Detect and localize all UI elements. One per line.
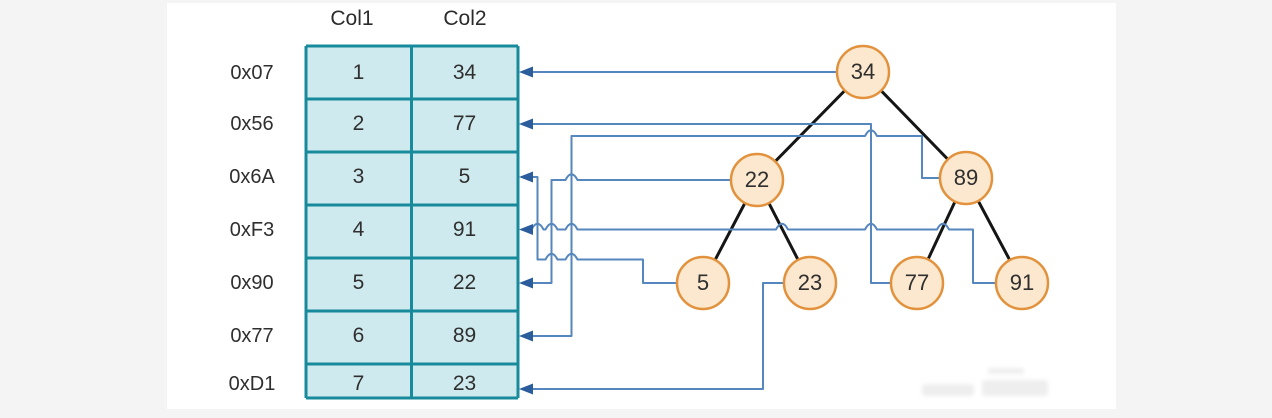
address-label-0x07: 0x07 bbox=[230, 62, 273, 84]
cell-0x56-col1: 2 bbox=[353, 112, 365, 135]
pointer-89-to-0x77 bbox=[531, 129, 940, 337]
tree-node-77: 77 bbox=[889, 255, 945, 311]
arrowhead-0x77 bbox=[519, 330, 533, 342]
tree-node-22: 22 bbox=[729, 152, 785, 208]
tree-node-value-89: 89 bbox=[954, 165, 978, 190]
cell-0x56-col2: 77 bbox=[453, 112, 476, 135]
tree-node-value-77: 77 bbox=[905, 270, 929, 295]
cell-0x77-col1: 6 bbox=[353, 324, 365, 347]
tree-node-5: 5 bbox=[675, 255, 731, 311]
address-label-0x6A: 0x6A bbox=[229, 166, 275, 188]
tree-node-circle-23 bbox=[782, 255, 838, 311]
table-grid bbox=[304, 44, 520, 400]
cell-0xD1-col2: 23 bbox=[453, 372, 476, 395]
tree-node-circle-91 bbox=[994, 255, 1050, 311]
arrowhead-0x6A bbox=[519, 171, 533, 183]
tree-node-91: 91 bbox=[994, 255, 1050, 311]
cell-0x90-col1: 5 bbox=[353, 271, 365, 294]
cell-0x07-col2: 34 bbox=[453, 61, 477, 84]
tree-node-circle-34 bbox=[835, 44, 891, 100]
arrowhead-0xF3 bbox=[519, 224, 533, 235]
tree-node-value-23: 23 bbox=[798, 270, 822, 295]
pointer-connectors bbox=[519, 66, 996, 395]
tree-node-23: 23 bbox=[782, 255, 838, 311]
cell-0x6A-col2: 5 bbox=[459, 165, 471, 188]
tree-node-circle-22 bbox=[729, 152, 785, 208]
arrowhead-0x90 bbox=[519, 277, 533, 289]
arrowhead-0x07 bbox=[519, 66, 533, 78]
cell-0x90-col2: 22 bbox=[453, 271, 476, 294]
pointer-22-to-0x90 bbox=[531, 173, 731, 284]
cell-0xD1-col1: 7 bbox=[353, 372, 365, 395]
pointer-5-to-0x6A bbox=[531, 176, 677, 284]
tree-nodes: 34 22 89 5 23 77 91 bbox=[675, 44, 1050, 311]
cell-0xF3-col1: 4 bbox=[353, 218, 365, 241]
col2-header: Col2 bbox=[443, 7, 486, 30]
memory-table: Col1 Col2 0x07 0x56 0x6A 0xF3 0x90 0x77 … bbox=[229, 7, 520, 400]
address-label-0x90: 0x90 bbox=[230, 272, 273, 294]
tree-node-34: 34 bbox=[835, 44, 891, 100]
tree-node-89: 89 bbox=[938, 150, 994, 206]
tree-node-circle-77 bbox=[889, 255, 945, 311]
address-label-0x77: 0x77 bbox=[230, 325, 273, 347]
cell-0x07-col1: 1 bbox=[353, 61, 365, 84]
cell-0xF3-col2: 91 bbox=[453, 218, 476, 241]
arrowhead-0x56 bbox=[519, 118, 533, 130]
watermark-smudge bbox=[922, 368, 1048, 396]
tree-node-value-22: 22 bbox=[745, 167, 769, 192]
arrowhead-0xD1 bbox=[519, 383, 533, 395]
pointer-77-to-0x56 bbox=[531, 123, 891, 284]
cell-0x77-col2: 89 bbox=[453, 324, 476, 347]
cell-0x6A-col1: 3 bbox=[353, 165, 365, 188]
pointer-91-to-0xF3 bbox=[530, 222, 996, 284]
tree-node-circle-89 bbox=[938, 150, 994, 206]
tree-node-value-5: 5 bbox=[697, 270, 709, 295]
col1-header: Col1 bbox=[330, 7, 373, 30]
address-label-0xD1: 0xD1 bbox=[229, 373, 276, 395]
address-label-0x56: 0x56 bbox=[230, 113, 273, 135]
tree-node-value-34: 34 bbox=[851, 59, 875, 84]
pointer-23-to-0xD1 bbox=[531, 282, 784, 390]
address-label-0xF3: 0xF3 bbox=[230, 219, 274, 241]
tree-node-circle-5 bbox=[675, 255, 731, 311]
tree-node-value-91: 91 bbox=[1010, 270, 1034, 295]
